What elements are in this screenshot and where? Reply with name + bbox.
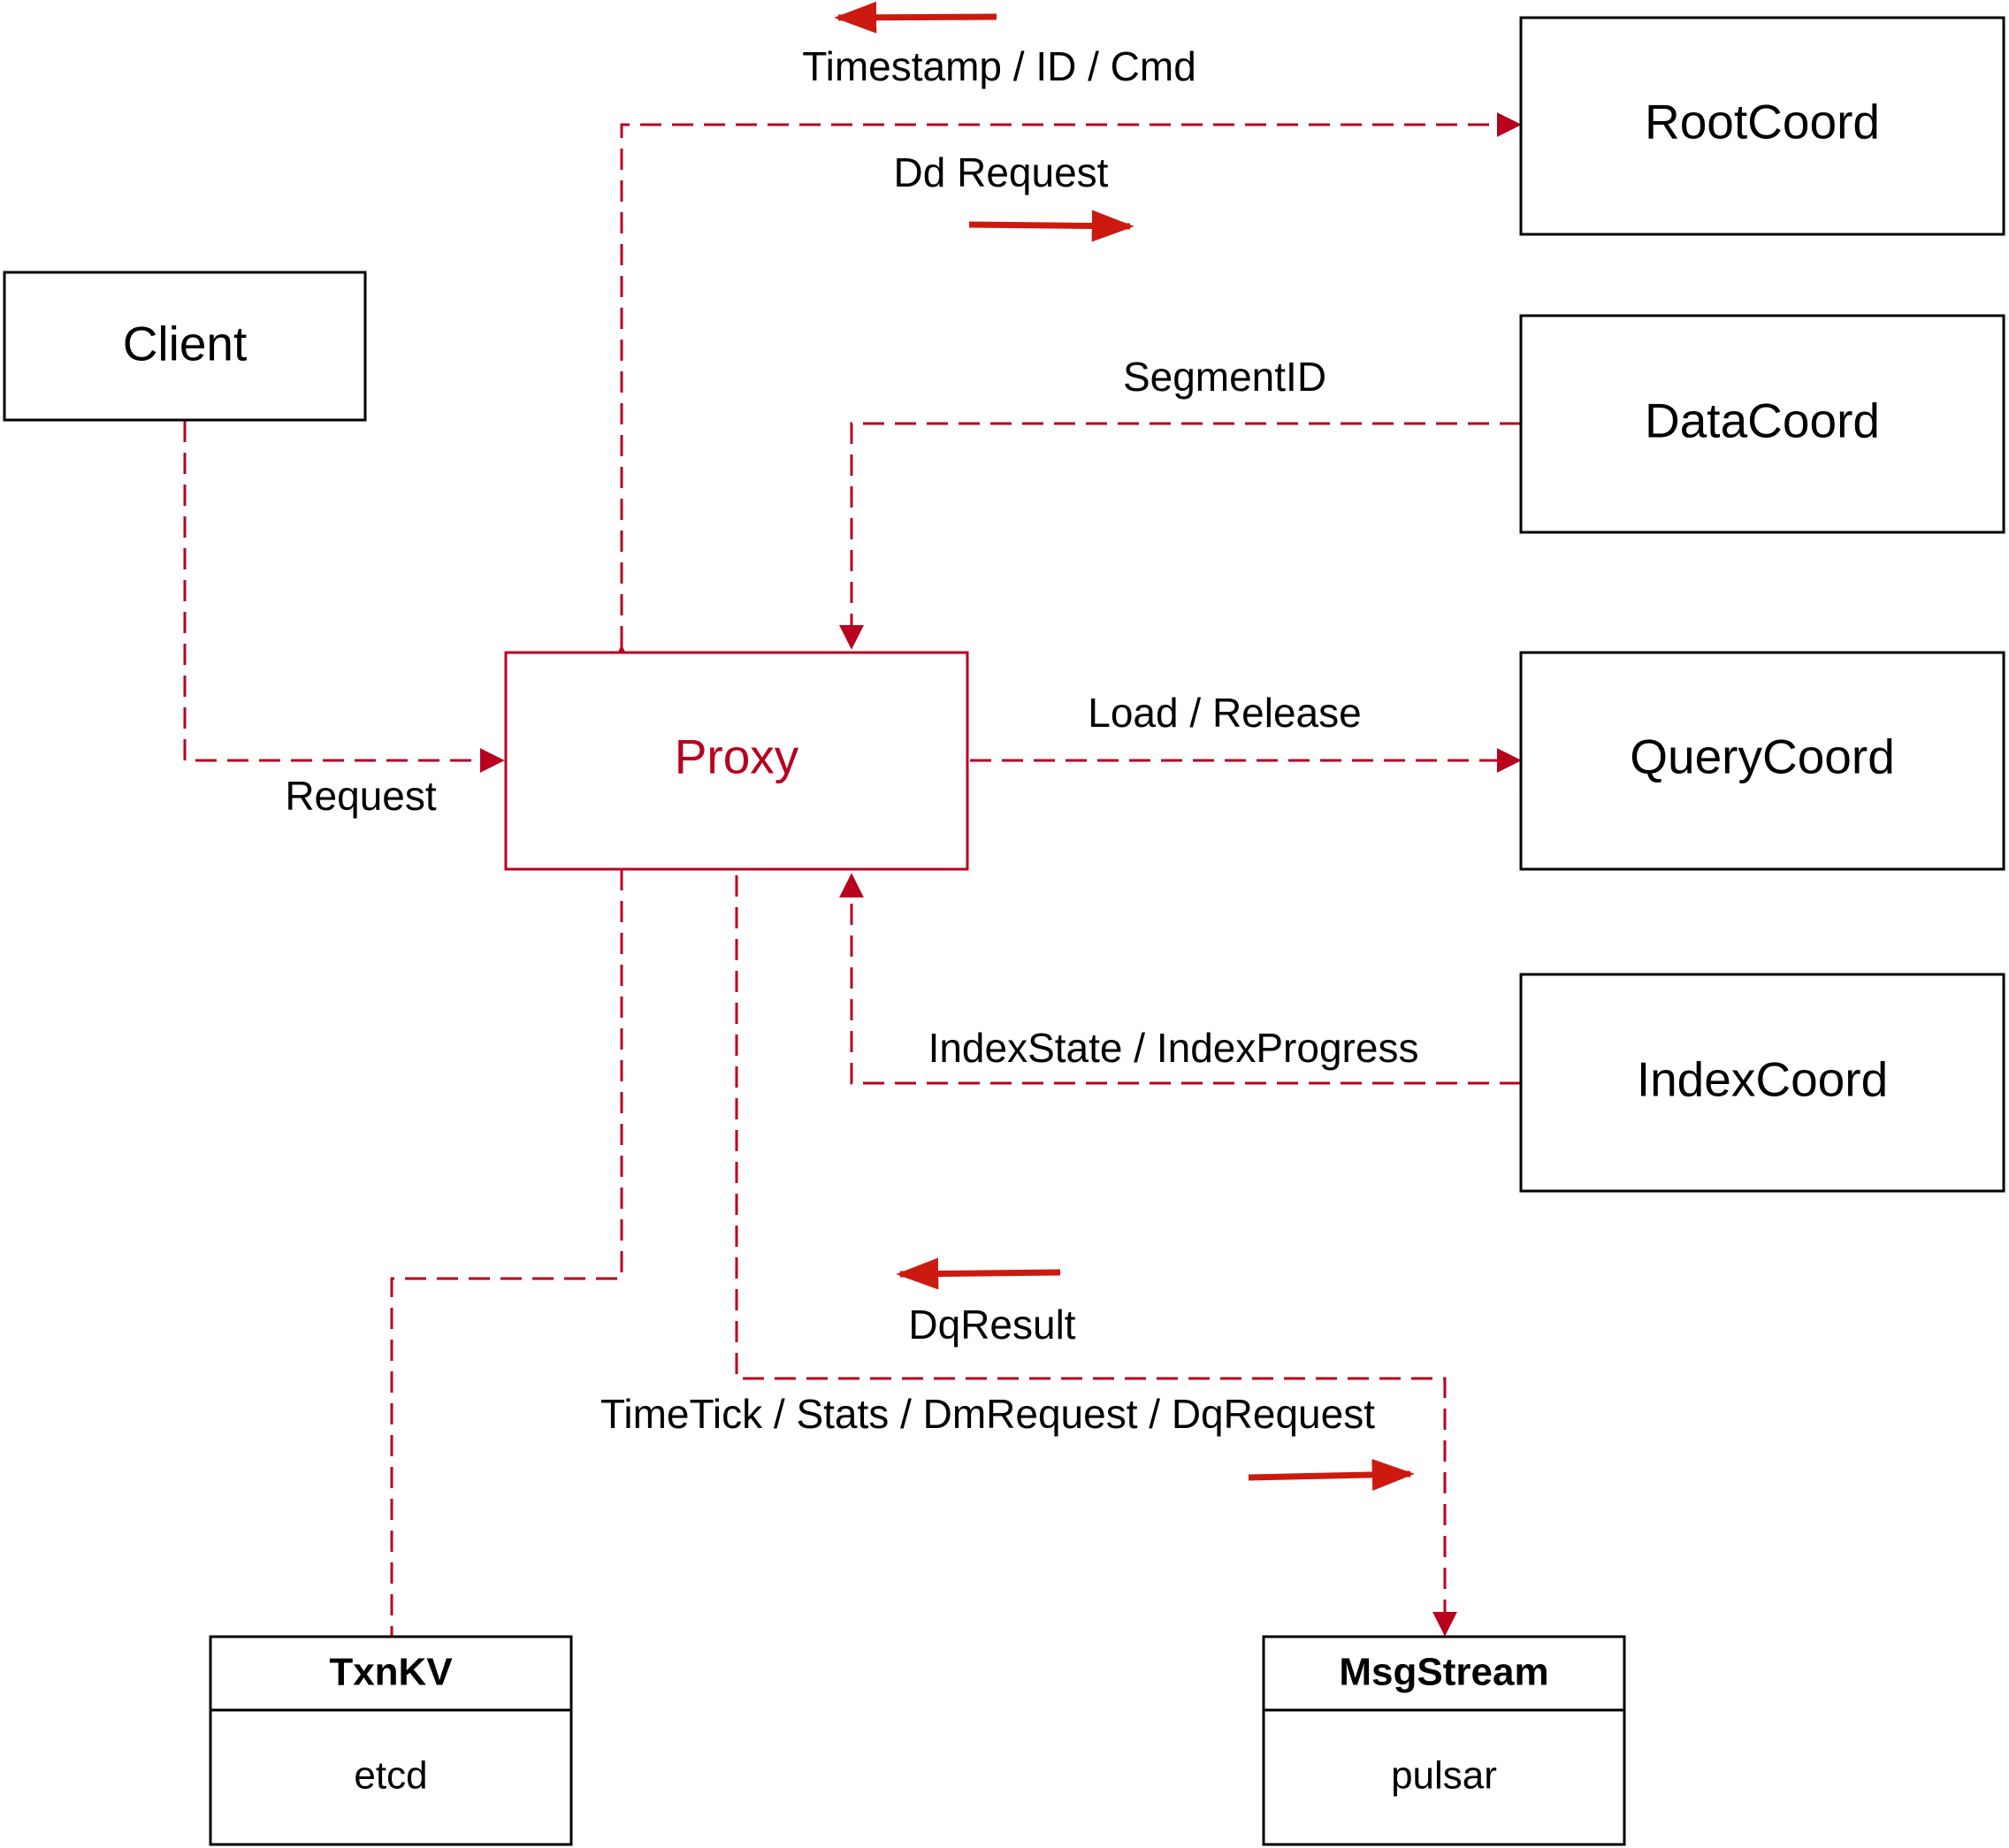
client-label: Client bbox=[123, 317, 248, 371]
label-segment-id: SegmentID bbox=[1123, 354, 1326, 400]
label-dq-result: DqResult bbox=[908, 1302, 1075, 1348]
edge-indexcoord-proxy bbox=[839, 873, 1521, 1085]
label-timestamp: Timestamp / ID / Cmd bbox=[802, 43, 1196, 89]
label-timetick: TimeTick / Stats / DmRequest / DqRequest bbox=[600, 1391, 1375, 1437]
flow-arrow-right-top bbox=[968, 210, 1134, 242]
flow-arrow-left-top bbox=[834, 1, 997, 34]
edge-msgstream-proxy bbox=[735, 875, 1457, 1637]
txnkv-store: TxnKV etcd bbox=[209, 1635, 573, 1846]
flow-arrow-right-bottom bbox=[1248, 1458, 1415, 1491]
msgstream-store: MsgStream pulsar bbox=[1262, 1635, 1626, 1846]
edge-client-proxy bbox=[183, 421, 505, 773]
flow-arrow-left-bottom bbox=[896, 1257, 1061, 1290]
querycoord-node: QueryCoord bbox=[1519, 651, 2005, 871]
edge-proxy-rootcoord bbox=[609, 112, 1522, 670]
edge-datacoord-proxy bbox=[839, 422, 1521, 650]
edge-proxy-txnkv bbox=[390, 869, 623, 1636]
indexcoord-label: IndexCoord bbox=[1637, 1052, 1888, 1107]
msgstream-title: MsgStream bbox=[1339, 1651, 1548, 1694]
txnkv-title: TxnKV bbox=[329, 1651, 453, 1694]
client-node: Client bbox=[3, 271, 367, 422]
datacoord-label: DataCoord bbox=[1645, 393, 1880, 448]
label-load-release: Load / Release bbox=[1088, 690, 1361, 736]
proxy-label: Proxy bbox=[675, 729, 799, 784]
rootcoord-label: RootCoord bbox=[1645, 95, 1880, 149]
querycoord-label: QueryCoord bbox=[1630, 729, 1895, 784]
datacoord-node: DataCoord bbox=[1519, 314, 2005, 534]
proxy-node: Proxy bbox=[504, 651, 969, 871]
indexcoord-node: IndexCoord bbox=[1519, 973, 2005, 1193]
label-index-state: IndexState / IndexProgress bbox=[928, 1025, 1419, 1071]
txnkv-impl: etcd bbox=[354, 1754, 427, 1798]
rootcoord-node: RootCoord bbox=[1519, 16, 2005, 236]
msgstream-impl: pulsar bbox=[1391, 1754, 1497, 1798]
label-dd-request: Dd Request bbox=[894, 149, 1109, 195]
label-request: Request bbox=[285, 773, 437, 819]
